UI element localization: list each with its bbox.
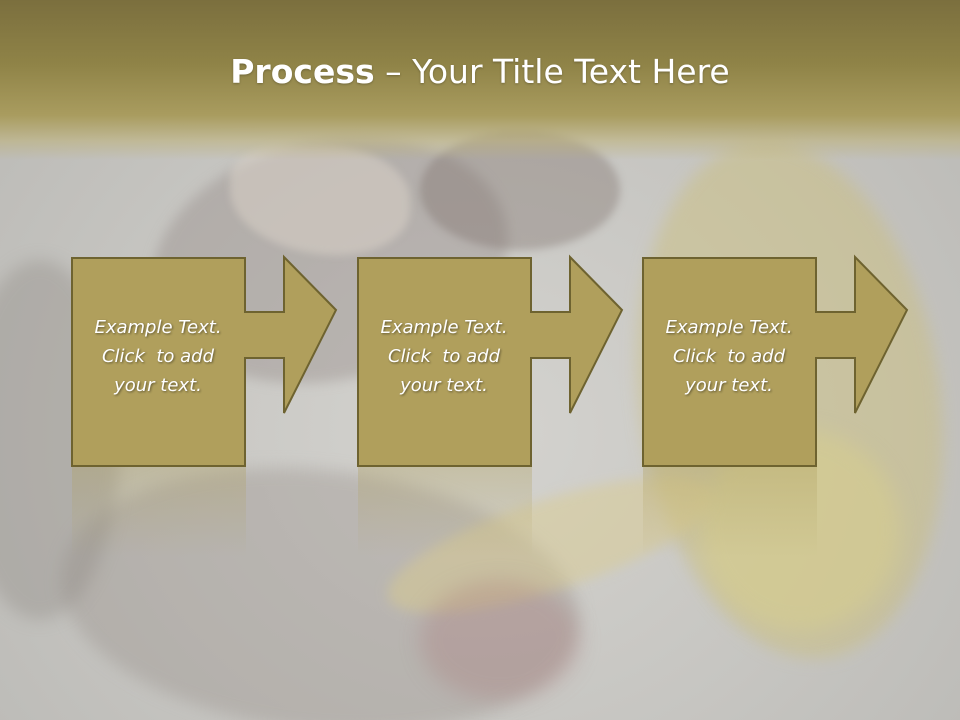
title-bold: Process [230,52,375,91]
step-reflection [358,467,532,557]
step-arrow-shape [71,254,338,467]
step-text-line: Click to add [387,346,500,367]
process-step-1[interactable]: Example Text. Click to add your text. [71,254,345,467]
step-text-line: Example Text. [380,317,508,338]
step-reflection [72,467,246,557]
step-text-line: Example Text. [665,317,793,338]
step-arrow-shape [642,254,909,467]
process-step-3[interactable]: Example Text. Click to add your text. [642,254,916,467]
step-text: Example Text. Click to add your text. [357,313,531,400]
title-banner [0,0,960,160]
step-text-line: your text. [400,375,488,396]
process-step-2[interactable]: Example Text. Click to add your text. [357,254,631,467]
step-text: Example Text. Click to add your text. [642,313,816,400]
step-arrow-shape [357,254,624,467]
step-text-line: your text. [114,375,202,396]
step-text-line: Click to add [101,346,214,367]
step-text: Example Text. Click to add your text. [71,313,245,400]
step-text-line: Click to add [672,346,785,367]
step-reflection [643,467,817,557]
step-text-line: your text. [685,375,773,396]
slide-title[interactable]: Process – Your Title Text Here [0,52,960,91]
title-text: – Your Title Text Here [374,52,730,91]
step-text-line: Example Text. [94,317,222,338]
